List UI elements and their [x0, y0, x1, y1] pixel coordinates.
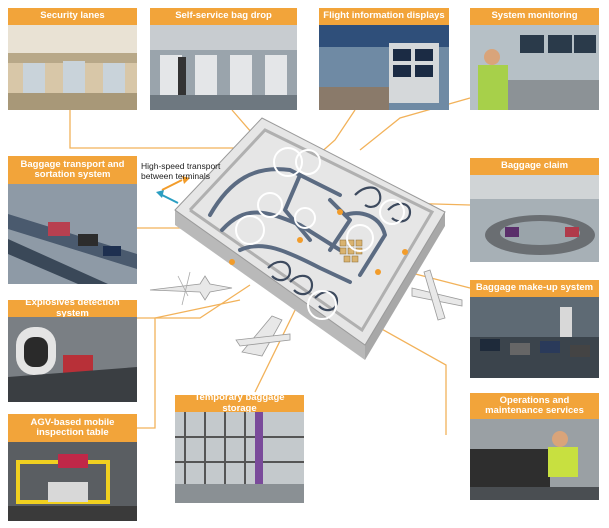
panel-label: Operations and maintenance services	[470, 393, 599, 419]
connector-agv	[137, 299, 241, 429]
panel-label: Flight information displays	[319, 8, 449, 25]
panel-self-service-bag-drop: Self-service bag drop	[150, 8, 297, 110]
panel-label: Baggage make-up system	[470, 280, 599, 297]
airplane-icon	[149, 271, 233, 306]
baggage-claim-photo	[470, 175, 599, 262]
explosives-detection-photo	[8, 317, 137, 402]
panel-explosives-detection: Explosives detection system	[8, 297, 137, 402]
panel-label: Baggage transport and sortation system	[8, 156, 137, 184]
panel-label: AGV-based mobile inspection table	[8, 414, 137, 442]
panel-label: Security lanes	[8, 8, 137, 25]
transport-arrow-icon	[156, 176, 190, 204]
security-lanes-photo	[8, 25, 137, 110]
panel-baggage-claim: Baggage claim	[470, 158, 599, 262]
airplane-icon	[411, 269, 463, 321]
airplane-icon	[235, 315, 291, 357]
panel-label: System monitoring	[470, 8, 599, 25]
baggage-makeup-photo	[470, 297, 599, 378]
panel-baggage-transport: Baggage transport and sortation system	[8, 156, 137, 284]
panel-agv-inspection: AGV-based mobile inspection table	[8, 414, 137, 521]
operations-maintenance-photo	[470, 419, 599, 500]
panel-operations-maintenance: Operations and maintenance services	[470, 393, 599, 500]
panel-baggage-makeup: Baggage make-up system	[470, 280, 599, 378]
terminal-floor-side	[175, 210, 365, 360]
transport-label: High-speed transport between terminals	[141, 161, 221, 182]
panel-label: Explosives detection system	[8, 297, 137, 318]
temporary-storage-photo	[175, 412, 304, 503]
transport-label-line1: High-speed transport	[141, 161, 221, 171]
panel-label: Self-service bag drop	[150, 8, 297, 25]
baggage-transport-photo	[8, 184, 137, 284]
transport-label-line2: between terminals	[141, 170, 210, 181]
panel-label: Temporary baggage storage	[175, 392, 304, 413]
panel-system-monitoring: System monitoring	[470, 8, 599, 110]
panel-temporary-storage: Temporary baggage storage	[175, 392, 304, 503]
system-monitoring-photo	[470, 25, 599, 110]
agv-inspection-photo	[8, 442, 137, 521]
bag-drop-photo	[150, 25, 297, 110]
panel-flight-information-displays: Flight information displays	[319, 8, 449, 110]
flight-info-photo	[319, 25, 449, 110]
panel-security-lanes: Security lanes	[8, 8, 137, 110]
terminal-floor-side	[365, 212, 445, 360]
connector-storage	[254, 299, 301, 393]
panel-label: Baggage claim	[470, 158, 599, 175]
